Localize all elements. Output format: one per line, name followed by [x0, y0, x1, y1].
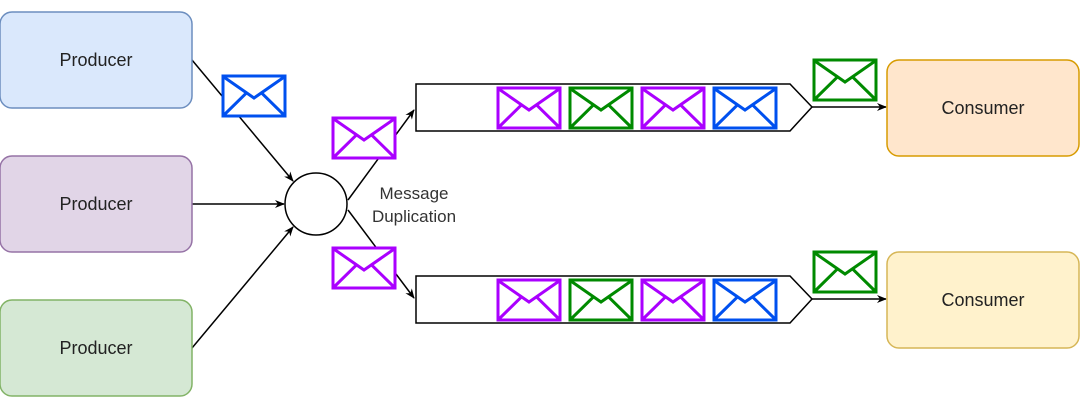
consumer-label: Consumer [941, 98, 1024, 118]
producer-box-1: Producer [0, 11, 193, 109]
consumer-box-1: Consumer [886, 59, 1080, 157]
producer-box-2: Producer [0, 155, 193, 253]
producer-box-2-shape [0, 155, 193, 253]
envelope-icon [640, 86, 706, 130]
duplication-label-line1: Message [380, 184, 449, 203]
duplication-label-line2: Duplication [372, 207, 456, 226]
consumer-box-2: Consumer [886, 251, 1080, 349]
envelope-icon [568, 86, 634, 130]
envelope-icon [712, 86, 778, 130]
envelope-icon [221, 74, 287, 118]
producer-label: Producer [59, 50, 132, 70]
consumer-box-1-shape [886, 59, 1080, 157]
duplication-hub [284, 172, 348, 236]
producer-box-1-shape [0, 11, 193, 109]
edge-producer1-hub [191, 59, 294, 182]
envelope-icon [812, 58, 878, 102]
producer-label: Producer [59, 338, 132, 358]
consumer-box-2-shape [886, 251, 1080, 349]
envelope-icon [331, 246, 397, 290]
envelope-icon [568, 278, 634, 322]
producer-box-3-shape [0, 299, 193, 397]
envelopes-layer [221, 58, 878, 322]
envelope-icon [496, 278, 562, 322]
envelope-icon [496, 86, 562, 130]
envelope-icon [812, 250, 878, 294]
producer-box-3: Producer [0, 299, 193, 397]
envelope-icon [640, 278, 706, 322]
edge-producer3-hub [191, 226, 294, 349]
consumer-label: Consumer [941, 290, 1024, 310]
envelope-icon [331, 116, 397, 160]
producer-label: Producer [59, 194, 132, 214]
envelope-icon [712, 278, 778, 322]
